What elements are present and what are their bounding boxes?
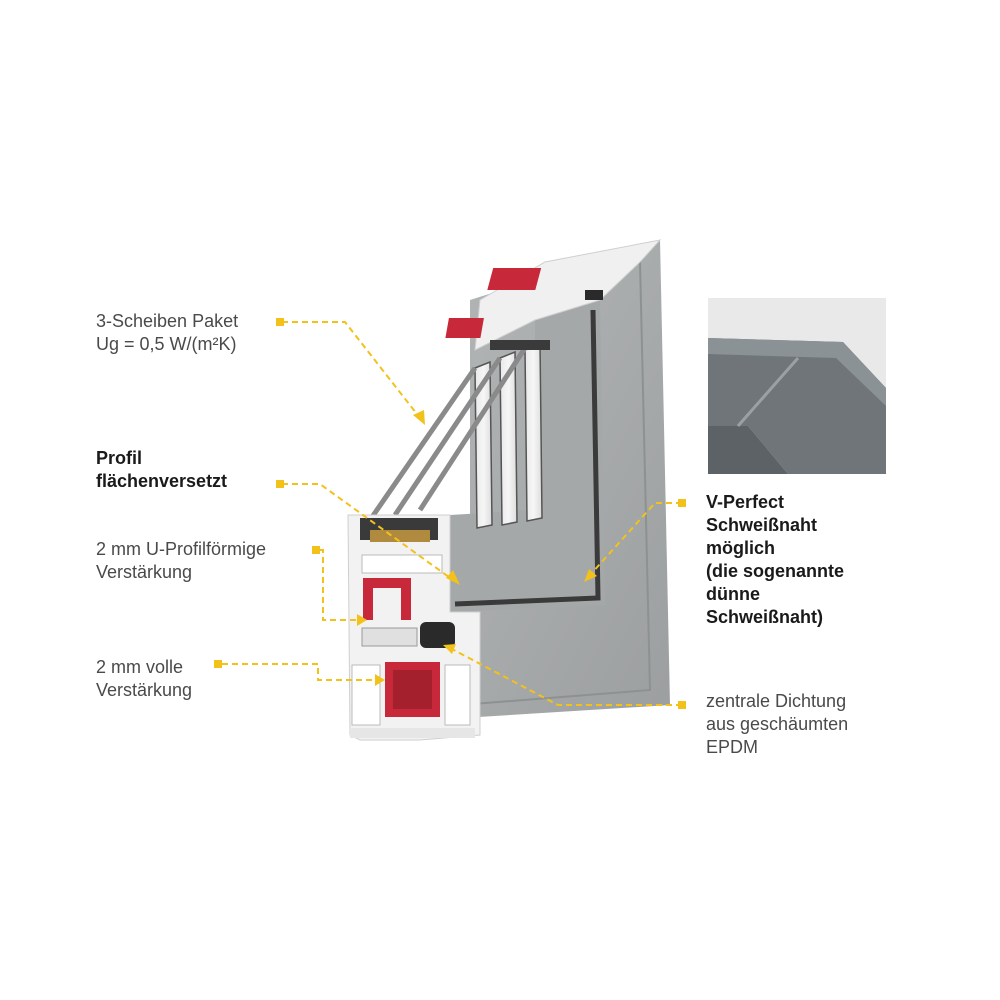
square-bullet-icon	[276, 318, 284, 326]
callout-weld: V-Perfect Schweißnaht möglich (die sogen…	[706, 491, 844, 629]
callout-gasket: zentrale Dichtung aus geschäumten EPDM	[706, 690, 848, 759]
frame-bottom-edge	[350, 728, 475, 738]
arrow-head-icon	[357, 614, 367, 626]
frame-chamber-right	[444, 664, 471, 726]
callout-weld-line3: möglich	[706, 538, 776, 558]
callout-full-reinforcement: 2 mm volle Verstärkung	[96, 656, 192, 702]
arrow-head-icon	[584, 569, 597, 582]
full-reinforcement-inner	[393, 670, 432, 709]
callout-weld-line6: Schweißnaht)	[706, 607, 824, 627]
leader-full-reinforcement	[222, 663, 378, 681]
inset-frame-bevel	[708, 338, 886, 406]
callout-u-reinforcement-line1: 2 mm U-Profilförmige	[96, 539, 267, 559]
callout-u-reinforcement-line2: Verstärkung	[96, 562, 193, 582]
arrow-head-icon	[375, 674, 385, 686]
callout-glazing-title: 3-Scheiben Paket	[96, 311, 239, 331]
sash-hardware-groove	[361, 627, 418, 647]
inset-weld-line	[736, 357, 800, 427]
top-glass-bead	[490, 340, 550, 350]
callout-gasket-line1: zentrale Dichtung	[706, 691, 847, 711]
callout-profile-line1: Profil	[96, 448, 143, 468]
glass-edge-2	[392, 356, 503, 517]
top-section-pvc	[474, 239, 662, 351]
callout-weld-line4: (die sogenannte	[706, 561, 845, 581]
arrow-head-icon	[413, 410, 425, 425]
square-bullet-icon	[312, 546, 320, 554]
inset-frame-top-face	[708, 338, 886, 474]
glass-edge-1	[367, 366, 478, 522]
square-bullet-icon	[678, 499, 686, 507]
square-bullet-icon	[214, 660, 222, 668]
leader-weld	[589, 502, 682, 576]
center-gasket	[420, 622, 455, 648]
callout-full-reinforcement-line2: Verstärkung	[96, 680, 193, 700]
callout-gasket-line2: aus geschäumten	[706, 714, 849, 734]
leader-profile	[282, 483, 454, 581]
callout-weld-line5: dünne	[706, 584, 760, 604]
glass-edge-3	[417, 346, 528, 512]
arrow-head-icon	[446, 570, 460, 585]
weld-seam-inset-photo	[708, 298, 886, 474]
glass-pane-2	[499, 350, 518, 526]
top-red-chamber-2	[445, 318, 484, 338]
callout-profile: Profil flächenversetzt	[96, 447, 227, 493]
callout-u-reinforcement: 2 mm U-Profilförmige Verstärkung	[96, 538, 266, 584]
top-gasket	[585, 290, 603, 300]
leader-u-reinforcement	[320, 549, 360, 621]
callout-weld-line2: Schweißnaht	[706, 515, 818, 535]
top-red-chamber-1	[487, 268, 542, 290]
weld-groove	[454, 309, 601, 607]
callout-profile-line2: flächenversetzt	[96, 471, 228, 491]
square-bullet-icon	[276, 480, 284, 488]
callout-full-reinforcement-line1: 2 mm volle	[96, 657, 184, 677]
arrow-head-icon	[443, 644, 456, 654]
callout-glazing: 3-Scheiben Paket Ug = 0,5 W/(m²K)	[96, 310, 238, 356]
sash-chamber-row	[361, 554, 443, 574]
u-reinforcement-inner	[373, 588, 401, 620]
callout-glazing-value: Ug = 0,5 W/(m²K)	[96, 334, 237, 354]
square-bullet-icon	[678, 701, 686, 709]
inset-weld-area	[708, 426, 788, 474]
callout-weld-line1: V-Perfect	[706, 492, 785, 512]
callout-gasket-line3: EPDM	[706, 737, 759, 757]
sash-face	[450, 300, 605, 612]
frame-bevel-line	[459, 261, 652, 706]
leader-glazing	[282, 321, 421, 419]
glazing-spacer	[370, 530, 430, 542]
leader-gasket	[449, 647, 682, 706]
